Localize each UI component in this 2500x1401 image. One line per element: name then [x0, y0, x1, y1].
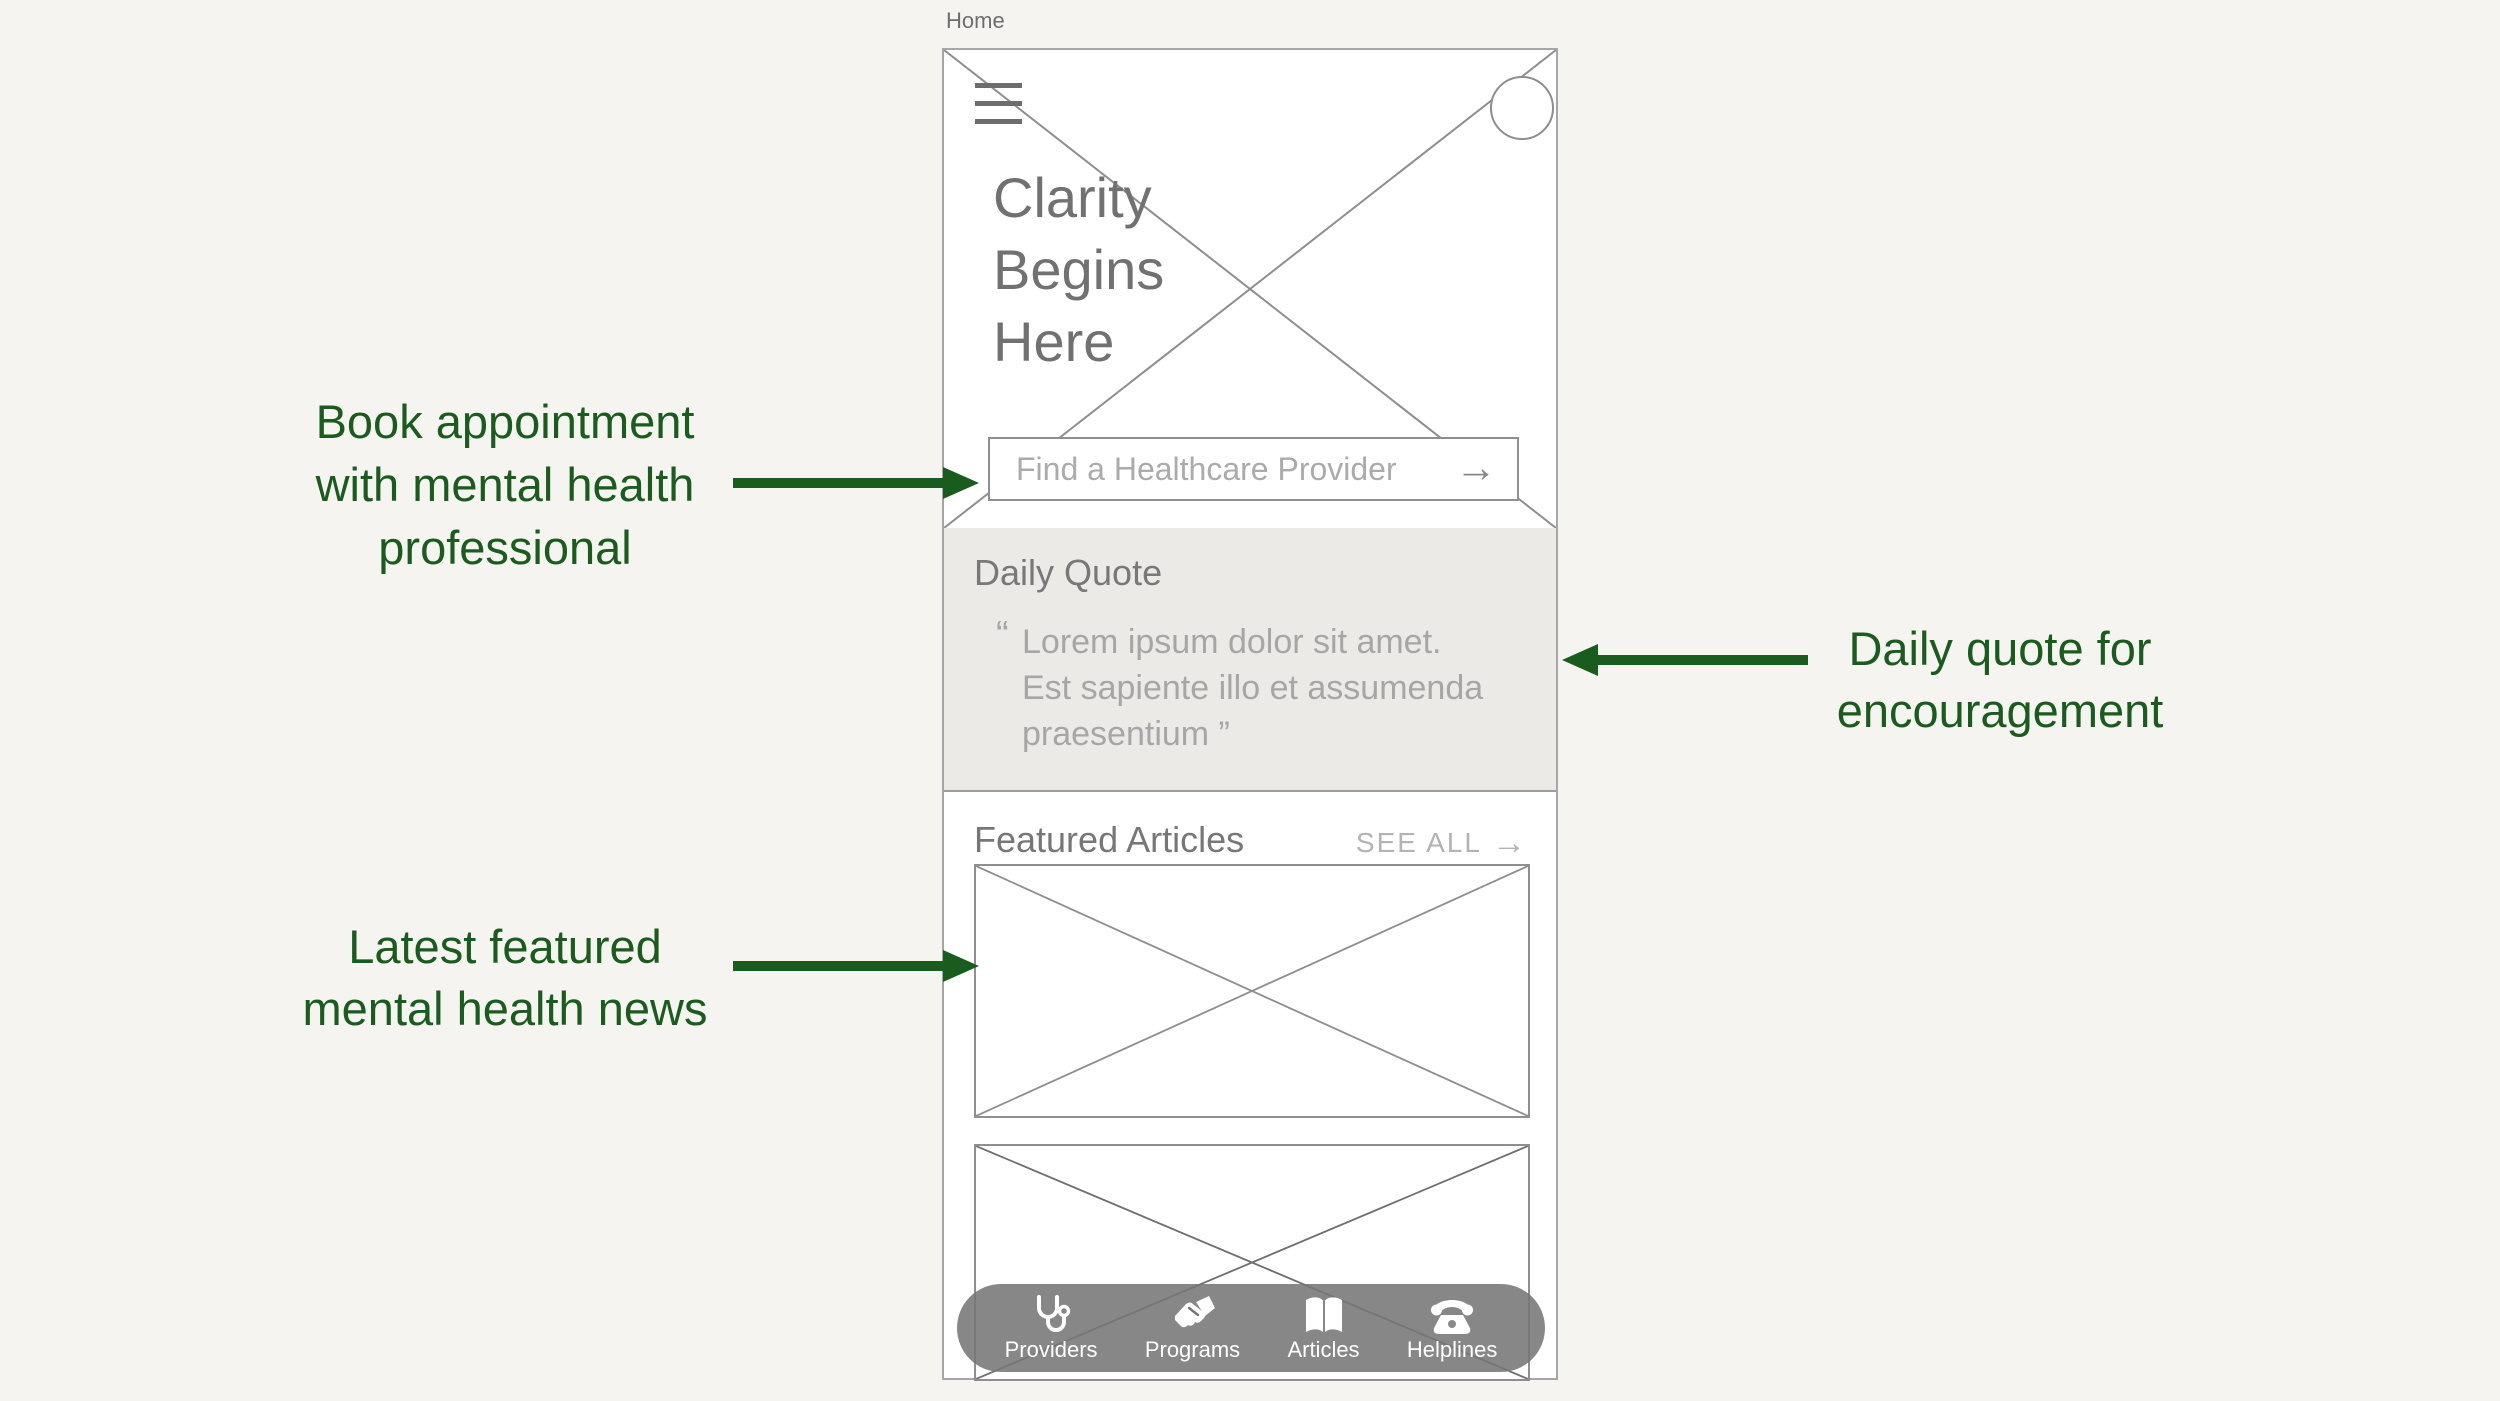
phone-mockup: Clarity Begins Here → Daily Quote “ Lore… [942, 48, 1558, 1381]
hero-title-line: Here [993, 310, 1115, 373]
annotation-arrow-right-icon [733, 950, 979, 982]
nav-label: Programs [1144, 1337, 1241, 1362]
daily-quote-section: Daily Quote “ Lorem ipsum dolor sit amet… [944, 528, 1556, 792]
annotation-featured-news: Latest featured mental health news [255, 916, 755, 1040]
nav-item-providers[interactable]: Providers [1005, 1294, 1098, 1362]
see-all-link[interactable]: SEE ALL → [1356, 826, 1526, 860]
nav-item-helplines[interactable]: Helplines [1406, 1294, 1498, 1362]
annotation-arrow-right-icon [733, 467, 979, 499]
nav-label: Providers [1004, 1337, 1098, 1362]
hero-title: Clarity Begins Here [993, 162, 1164, 378]
daily-quote-text: Lorem ipsum dolor sit amet. Est sapiente… [1022, 619, 1483, 757]
nav-item-articles[interactable]: Articles [1287, 1294, 1360, 1362]
screen-title: Home [946, 8, 1005, 33]
annotation-line: encouragement [1836, 684, 2164, 737]
see-all-arrow-icon[interactable]: → [1492, 824, 1526, 862]
quote-line: Lorem ipsum dolor sit amet. [1022, 623, 1442, 661]
nav-item-programs[interactable]: Programs [1145, 1294, 1240, 1362]
provider-search-input[interactable] [990, 439, 1517, 499]
nav-label: Articles [1287, 1337, 1360, 1362]
annotation-line: Book appointment [315, 395, 695, 448]
annotation-line: Daily quote for [1848, 622, 2152, 675]
hero-title-line: Clarity [993, 166, 1152, 229]
quote-line: praesentium ” [1022, 715, 1230, 753]
annotation-daily-quote: Daily quote for encouragement [1790, 618, 2210, 742]
provider-search-box[interactable]: → [988, 437, 1519, 501]
annotation-book-appointment: Book appointment with mental health prof… [255, 390, 755, 579]
nav-label: Helplines [1406, 1337, 1498, 1362]
handshake-icon [1175, 1296, 1216, 1328]
hero-image-placeholder: Clarity Begins Here → [944, 50, 1556, 528]
telephone-icon [1431, 1300, 1474, 1334]
featured-articles-heading: Featured Articles [974, 819, 1245, 860]
avatar-circle[interactable] [1490, 76, 1554, 140]
daily-quote-heading: Daily Quote [974, 552, 1163, 593]
stethoscope-icon [1037, 1295, 1071, 1332]
hamburger-menu-icon[interactable] [975, 83, 1022, 124]
annotation-line: professional [378, 521, 632, 574]
hero-title-line: Begins [993, 238, 1165, 301]
open-quote-mark: “ [996, 614, 1009, 656]
quote-line: Est sapiente illo et assumenda [1022, 669, 1484, 707]
see-all-label[interactable]: SEE ALL [1355, 827, 1482, 858]
annotation-line: mental health news [302, 982, 708, 1035]
annotation-line: Latest featured [348, 920, 662, 973]
bottom-nav-bar: Providers Programs Articles [957, 1284, 1545, 1372]
featured-article-placeholder-1[interactable] [974, 864, 1530, 1118]
annotation-line: with mental health [315, 458, 695, 511]
annotation-arrow-left-icon [1562, 644, 1808, 676]
open-book-icon [1305, 1297, 1342, 1332]
image-placeholder-x-icon [976, 866, 1528, 1116]
